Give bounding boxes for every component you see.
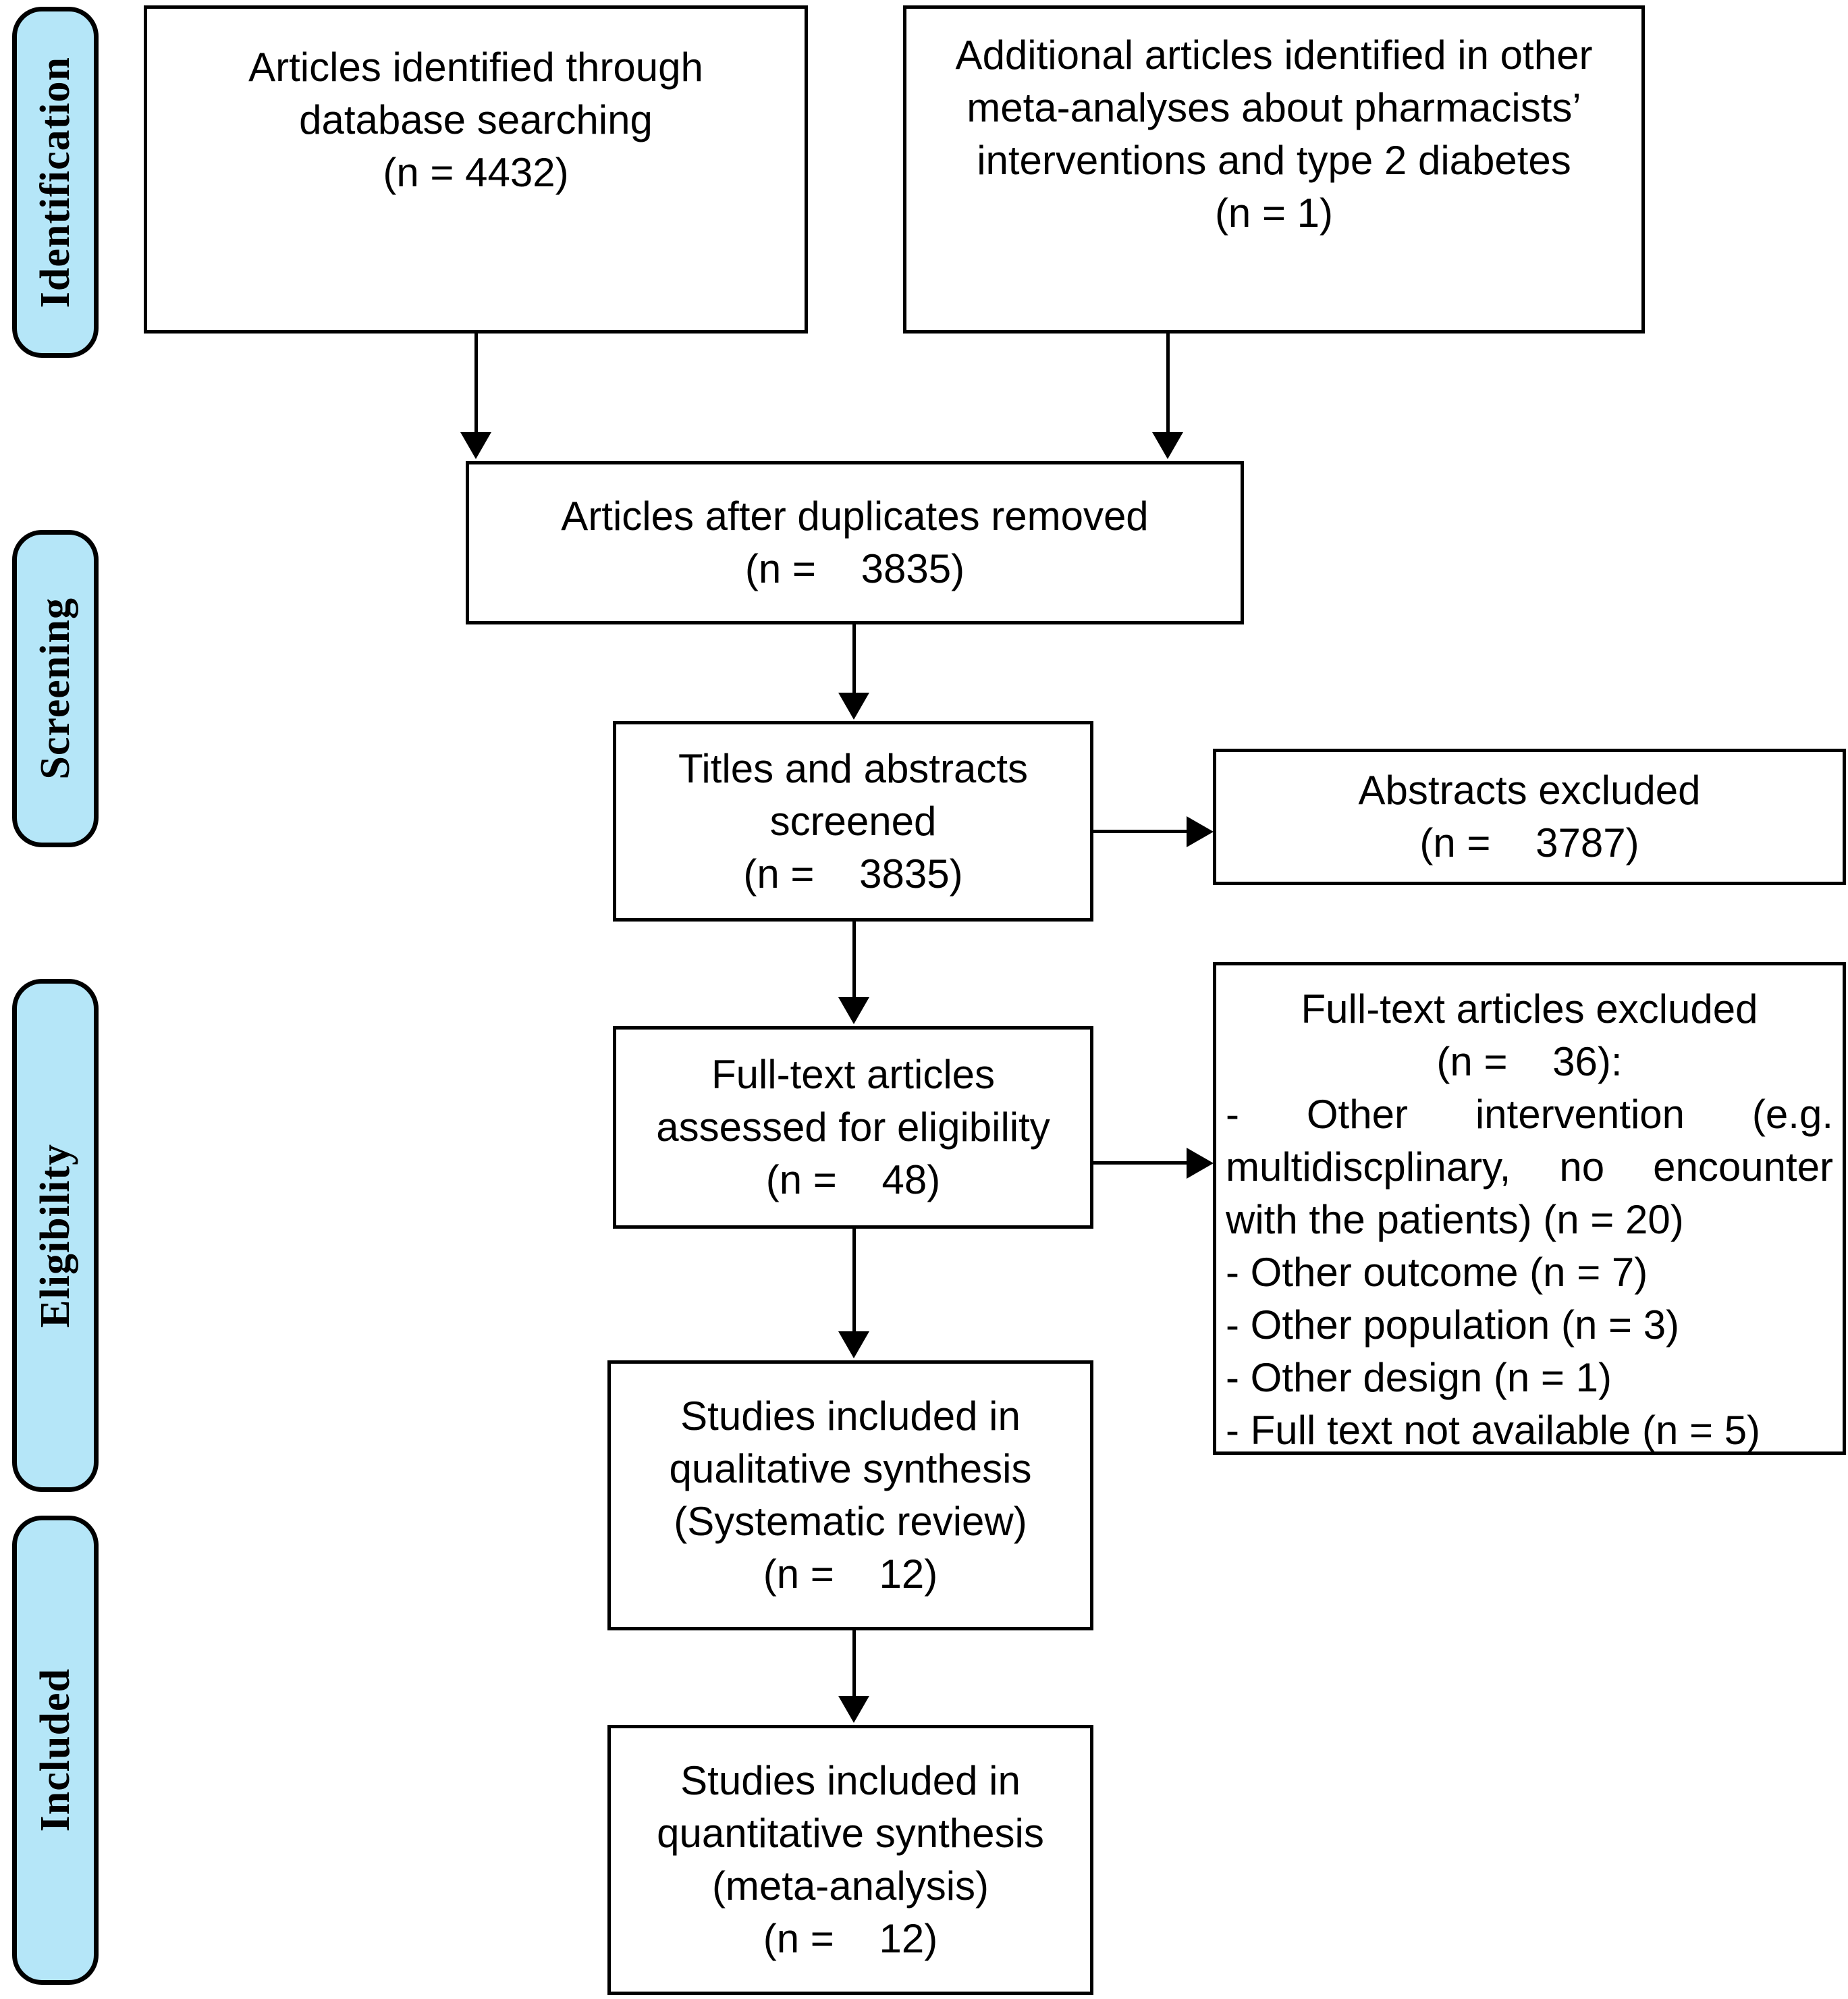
arrow-other-to-duplicates: [1152, 432, 1183, 459]
box-fulltext-assessed: Full-text articles assessed for eligibil…: [613, 1026, 1093, 1229]
box-fulltext-excluded-reason-4: - Full text not available (n = 5): [1226, 1408, 1761, 1453]
box-database-search-text: Articles identified through database sea…: [248, 45, 703, 195]
stage-bar-eligibility: Eligibility: [12, 979, 99, 1492]
stage-bar-identification: Identification: [12, 7, 99, 358]
connector-screened-to-abstracts-excluded: [1093, 830, 1188, 833]
connector-fulltext-to-qualitative: [852, 1229, 856, 1333]
box-abstracts-excluded: Abstracts excluded (n = 3787): [1213, 749, 1846, 885]
box-qualitative-synthesis-text: Studies included in qualitative synthesi…: [669, 1393, 1032, 1597]
stage-label-identification: Identification: [32, 56, 78, 309]
stage-bar-included: Included: [12, 1516, 99, 1985]
box-quantitative-synthesis: Studies included in quantitative synthes…: [607, 1725, 1093, 1995]
arrow-duplicates-to-screened: [838, 693, 869, 720]
box-titles-abstracts-screened-text: Titles and abstracts screened (n = 3835): [678, 745, 1028, 897]
box-fulltext-excluded-reason-1: - Other outcome (n = 7): [1226, 1250, 1648, 1295]
box-fulltext-excluded-reason-0: - Other intervention (e.g. multidiscplin…: [1226, 1092, 1845, 1242]
arrow-screened-to-abstracts-excluded: [1187, 816, 1214, 847]
box-fulltext-assessed-text: Full-text articles assessed for eligibil…: [656, 1052, 1050, 1202]
arrow-fulltext-to-qualitative: [838, 1331, 869, 1358]
connector-qualitative-to-quantitative: [852, 1630, 856, 1698]
box-other-sources: Additional articles identified in other …: [903, 5, 1645, 334]
connector-other-to-duplicates: [1166, 333, 1170, 434]
box-fulltext-excluded-reason-3: - Other design (n = 1): [1226, 1355, 1612, 1400]
arrow-database-to-duplicates: [460, 432, 491, 459]
box-abstracts-excluded-text: Abstracts excluded (n = 3787): [1358, 768, 1701, 865]
stage-bar-screening: Screening: [12, 530, 99, 847]
stage-label-eligibility: Eligibility: [32, 1143, 78, 1328]
connector-database-to-duplicates: [474, 333, 478, 434]
box-fulltext-excluded-reason-2: - Other population (n = 3): [1226, 1302, 1680, 1348]
stage-label-screening: Screening: [32, 597, 78, 780]
box-duplicates-removed: Articles after duplicates removed (n = 3…: [466, 461, 1244, 624]
connector-fulltext-to-fulltext-excluded: [1093, 1161, 1188, 1165]
box-qualitative-synthesis: Studies included in qualitative synthesi…: [607, 1360, 1093, 1630]
connector-duplicates-to-screened: [852, 624, 856, 695]
box-database-search: Articles identified through database sea…: [144, 5, 808, 334]
connector-screened-to-fulltext: [852, 922, 856, 999]
box-duplicates-removed-text: Articles after duplicates removed (n = 3…: [561, 494, 1149, 591]
arrow-screened-to-fulltext: [838, 997, 869, 1024]
stage-label-included: Included: [32, 1668, 78, 1832]
arrow-fulltext-to-fulltext-excluded: [1187, 1148, 1214, 1179]
arrow-qualitative-to-quantitative: [838, 1696, 869, 1723]
box-titles-abstracts-screened: Titles and abstracts screened (n = 3835): [613, 721, 1093, 922]
box-fulltext-excluded: Full-text articles excluded (n = 36): - …: [1213, 962, 1846, 1455]
box-quantitative-synthesis-text: Studies included in quantitative synthes…: [657, 1758, 1044, 1961]
box-other-sources-text: Additional articles identified in other …: [955, 32, 1593, 236]
box-fulltext-excluded-heading: Full-text articles excluded (n = 36):: [1301, 986, 1758, 1084]
